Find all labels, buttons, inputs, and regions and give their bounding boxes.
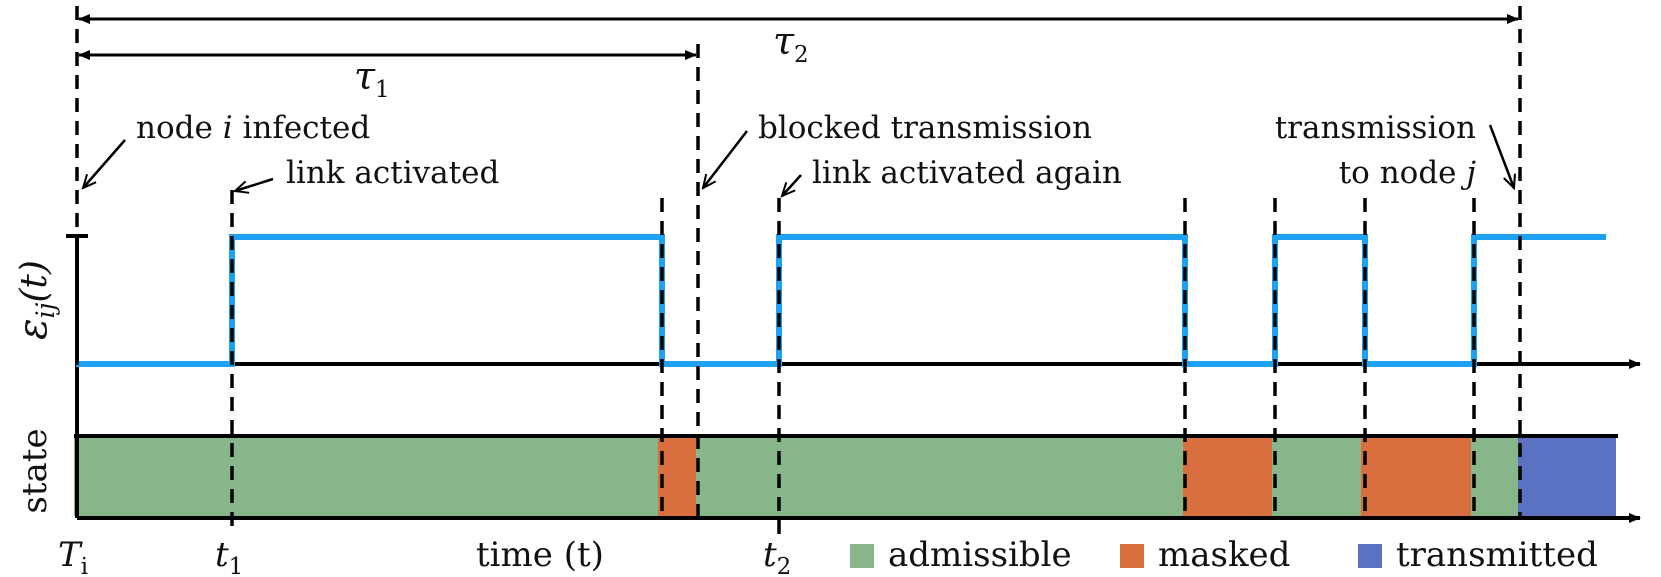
time-axis-label: time (t) bbox=[476, 535, 604, 575]
legend: admissible masked transmitted bbox=[850, 535, 1598, 575]
state-segment-masked bbox=[1183, 434, 1272, 516]
state-segment-masked bbox=[1361, 434, 1471, 516]
state-segment-admissible bbox=[74, 434, 658, 516]
link-activated-again-annotation: link activated again bbox=[812, 155, 1122, 191]
node-infected-pointer bbox=[83, 139, 126, 188]
transmission-annotation-line2: to node j bbox=[1339, 155, 1477, 191]
state-bar bbox=[74, 434, 1618, 516]
legend-swatch-masked bbox=[1120, 544, 1144, 568]
tick-label-Ti: Ti bbox=[58, 535, 88, 577]
link-activated-annotation: link activated bbox=[286, 155, 499, 191]
interval-arrows bbox=[78, 14, 1519, 60]
annotation-pointers bbox=[83, 124, 1514, 196]
link-activated-pointer bbox=[235, 177, 274, 191]
transmission-annotation-line1: transmission bbox=[1275, 110, 1476, 146]
tick-label-t2: t2 bbox=[763, 535, 791, 577]
state-segment-admissible bbox=[696, 434, 1183, 516]
node-infected-annotation: node i infected bbox=[136, 110, 370, 146]
transmission-pointer bbox=[1488, 124, 1514, 188]
blocked-transmission-annotation: blocked transmission bbox=[758, 110, 1092, 146]
tau2-label: τ2 bbox=[773, 19, 809, 68]
event-markers bbox=[75, 6, 1522, 535]
tick-label-t1: t1 bbox=[215, 535, 243, 577]
legend-label-masked: masked bbox=[1158, 535, 1290, 575]
state-segment-admissible bbox=[1272, 434, 1361, 516]
legend-label-admissible: admissible bbox=[888, 535, 1072, 575]
link-again-pointer bbox=[782, 174, 802, 196]
epsilon-axis-label: εij(t) bbox=[10, 260, 60, 340]
state-segment-masked bbox=[658, 434, 696, 516]
state-segment-admissible bbox=[1471, 434, 1518, 516]
tau1-label: τ1 bbox=[354, 54, 390, 103]
state-axis-label: state bbox=[15, 428, 55, 513]
state-segment-transmitted bbox=[1518, 434, 1616, 516]
blocked-pointer bbox=[703, 130, 748, 188]
link-activity-signal bbox=[76, 234, 1606, 367]
legend-swatch-transmitted bbox=[1358, 544, 1382, 568]
legend-swatch-admissible bbox=[850, 544, 874, 568]
legend-label-transmitted: transmitted bbox=[1396, 535, 1598, 575]
